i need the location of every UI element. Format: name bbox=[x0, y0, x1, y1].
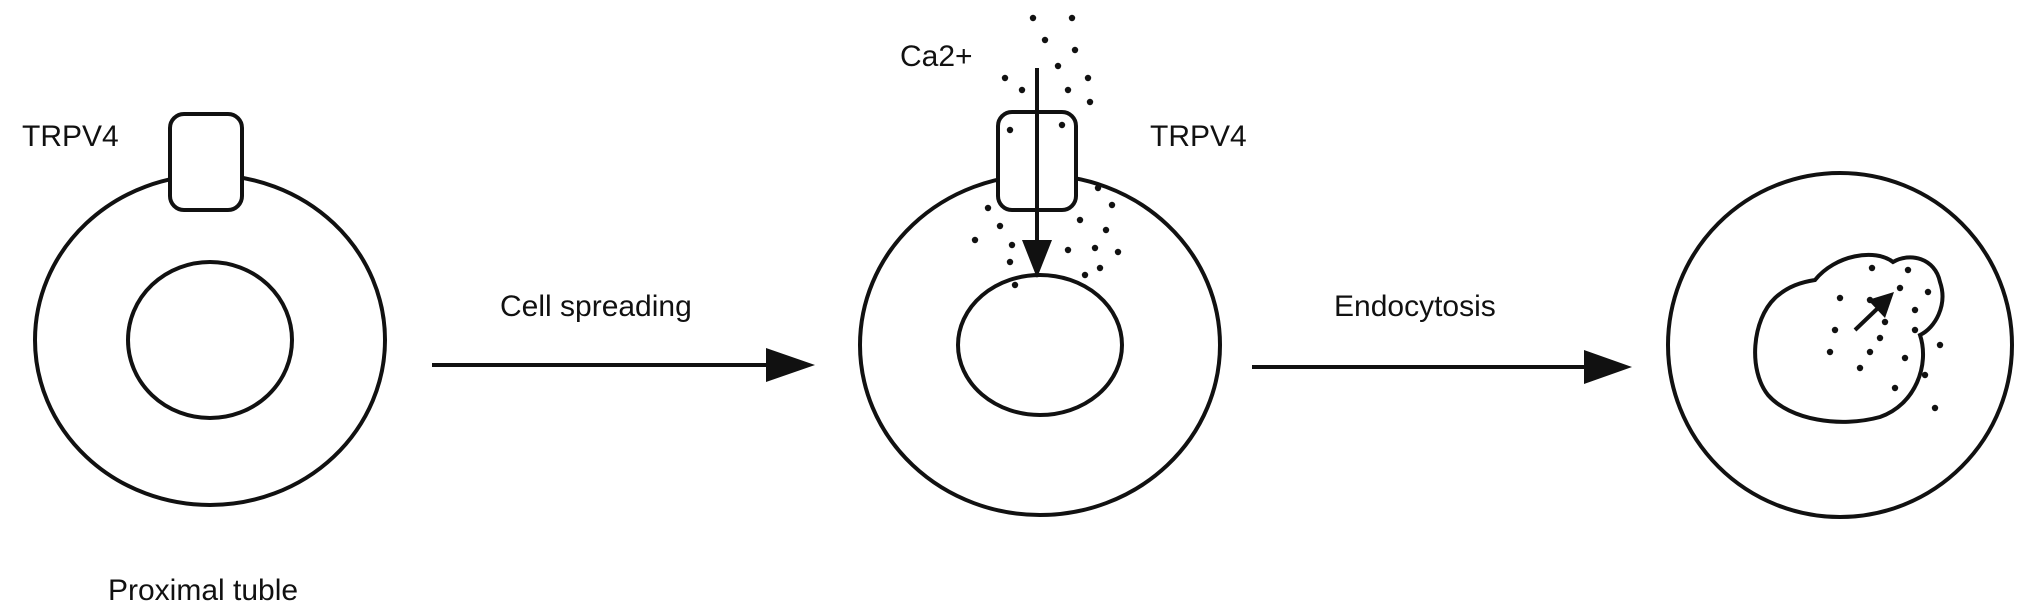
cell-middle-nucleus bbox=[956, 273, 1124, 417]
calcium-ion-dot bbox=[1041, 36, 1049, 44]
vesicle-ion-dot bbox=[1921, 371, 1929, 379]
vesicle-ion-dot bbox=[1866, 348, 1874, 356]
vesicle-ion-dot bbox=[1856, 364, 1864, 372]
calcium-ions bbox=[971, 14, 1122, 289]
cell-right-outer-membrane bbox=[1666, 171, 2014, 519]
vesicle-ion-dot bbox=[1901, 354, 1909, 362]
calcium-ion-dot bbox=[1081, 271, 1089, 279]
cell-left-nucleus bbox=[126, 260, 294, 420]
vesicle-ion-dot bbox=[1936, 341, 1944, 349]
vesicle-ion-dot bbox=[1881, 318, 1889, 326]
vesicle-ion-dot bbox=[1896, 284, 1904, 292]
calcium-ion-dot bbox=[1091, 244, 1099, 252]
proximal-tubule-label: Proximal tuble bbox=[108, 574, 298, 607]
trpv4-channel-left bbox=[168, 112, 244, 212]
cell-middle-outer-membrane bbox=[858, 173, 1222, 517]
vesicle-calcium-ions bbox=[1826, 264, 1944, 412]
calcium-ion-dot bbox=[1058, 121, 1066, 129]
ca-influx-arrow-head bbox=[1022, 240, 1052, 278]
calcium-ion-dot bbox=[1064, 86, 1072, 94]
trpv4-label-middle: TRPV4 bbox=[1150, 120, 1247, 153]
endosome-arrow-head bbox=[1868, 292, 1894, 318]
endosome-vesicle bbox=[1753, 252, 1945, 424]
calcium-ion-dot bbox=[1011, 281, 1019, 289]
calcium-ion-dot bbox=[1108, 201, 1116, 209]
vesicle-ion-dot bbox=[1836, 294, 1844, 302]
calcium-ion-dot bbox=[996, 222, 1004, 230]
calcium-ion-dot bbox=[1114, 248, 1122, 256]
vesicle-ion-dot bbox=[1891, 384, 1899, 392]
endosome-arrow-shaft bbox=[1853, 306, 1880, 332]
cell-middle bbox=[858, 68, 1222, 517]
arrow-endocytosis-head bbox=[1584, 350, 1632, 384]
arrow-endocytosis bbox=[1252, 350, 1632, 384]
cell-spreading-label: Cell spreading bbox=[500, 290, 692, 323]
vesicle-ion-dot bbox=[1868, 264, 1876, 272]
calcium-ion-dot bbox=[1001, 74, 1009, 82]
vesicle-ion-dot bbox=[1924, 288, 1932, 296]
ca-label: Ca2+ bbox=[900, 40, 973, 73]
calcium-ion-dot bbox=[1064, 246, 1072, 254]
calcium-ion-dot bbox=[971, 236, 979, 244]
calcium-ion-dot bbox=[1018, 86, 1026, 94]
calcium-ion-dot bbox=[984, 204, 992, 212]
arrow-cell-spreading-head bbox=[766, 348, 815, 382]
vesicle-ion-dot bbox=[1904, 266, 1912, 274]
cell-left bbox=[33, 112, 387, 507]
vesicle-ion-dot bbox=[1876, 334, 1884, 342]
cell-right bbox=[1666, 171, 2014, 519]
calcium-ion-dot bbox=[1054, 62, 1062, 70]
calcium-ion-dot bbox=[1008, 241, 1016, 249]
vesicle-ion-dot bbox=[1931, 404, 1939, 412]
arrow-cell-spreading bbox=[432, 348, 815, 382]
calcium-ion-dot bbox=[1094, 184, 1102, 192]
calcium-ion-dot bbox=[1068, 14, 1076, 22]
vesicle-ion-dot bbox=[1831, 326, 1839, 334]
calcium-ion-dot bbox=[1071, 46, 1079, 54]
calcium-ion-dot bbox=[1029, 14, 1037, 22]
calcium-ion-dot bbox=[1102, 226, 1110, 234]
endocytosis-label: Endocytosis bbox=[1334, 290, 1496, 323]
calcium-ion-dot bbox=[1084, 74, 1092, 82]
cell-left-outer-membrane bbox=[33, 173, 387, 507]
calcium-ion-dot bbox=[1086, 98, 1094, 106]
vesicle-ion-dot bbox=[1826, 348, 1834, 356]
calcium-ion-dot bbox=[1006, 258, 1014, 266]
vesicle-ion-dot bbox=[1911, 306, 1919, 314]
calcium-ion-dot bbox=[1006, 126, 1014, 134]
calcium-ion-dot bbox=[1096, 264, 1104, 272]
trpv4-label-left: TRPV4 bbox=[22, 120, 119, 153]
vesicle-ion-dot bbox=[1866, 296, 1874, 304]
vesicle-ion-dot bbox=[1911, 326, 1919, 334]
calcium-ion-dot bbox=[1076, 216, 1084, 224]
